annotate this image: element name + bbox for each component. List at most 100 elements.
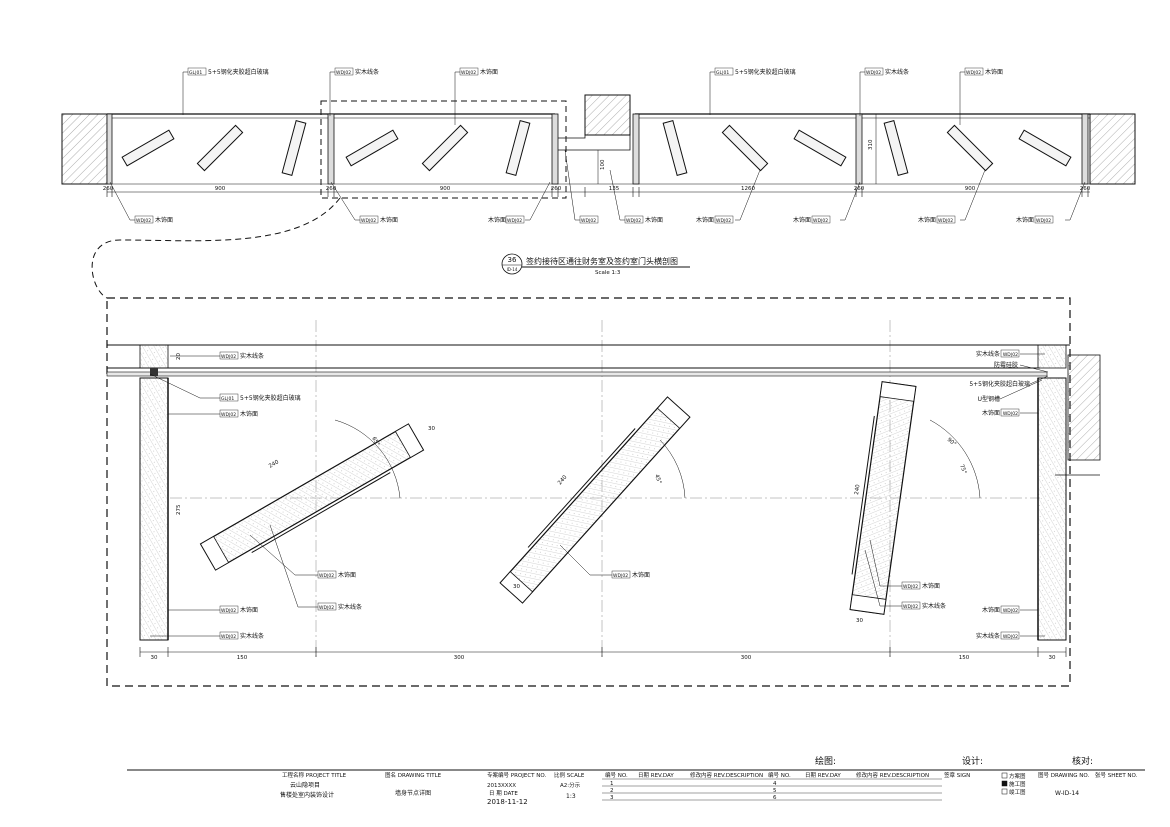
bottom-dim-4: 300	[741, 655, 752, 661]
louver-2	[499, 396, 691, 604]
stage-2: 施工图	[1009, 780, 1026, 788]
right-label-1: 实木线条	[976, 350, 1000, 358]
left-label-5-code: WD|02	[221, 634, 236, 640]
left-label-5: 实木线条	[240, 632, 264, 640]
right-label-7-code: WD|02	[1003, 634, 1018, 640]
top-dim-height: 310	[868, 139, 874, 150]
sig-check: 核对:	[1072, 755, 1093, 767]
top-dim-9: 900	[965, 186, 976, 192]
date-label: 日 期 DATE	[489, 790, 518, 797]
left-label-2: 5+5钢化夹胶超白玻璃	[240, 394, 301, 402]
top-dim-step: 100	[600, 159, 606, 170]
right-timber-block	[1037, 344, 1067, 369]
rev-no-3: 3	[610, 795, 614, 801]
right-label-3: 5+5钢化夹胶超白玻璃	[969, 380, 1030, 388]
rev-header-1: 编号 NO.	[605, 771, 628, 779]
mid-label-1-code: WD|02	[319, 573, 334, 579]
detail-callout-box	[320, 100, 567, 199]
left-label-4: 木饰面	[240, 606, 258, 614]
angle-2: 45°	[653, 474, 662, 485]
title-block: 绘图: 设计: 核对: 工程名称 PROJECT TITLE 云山隐项目 售楼处…	[127, 755, 1145, 806]
top-dim-6: 135	[609, 186, 620, 192]
top-label-4: 5+5钢化夹胶超白玻璃	[735, 68, 796, 76]
louver-1	[199, 423, 425, 571]
section-marker	[501, 253, 523, 275]
mid-label-2: 实木线条	[338, 603, 362, 611]
right-label-4: U型钢槽	[978, 395, 1000, 403]
mid-label-5-code: WD|02	[903, 604, 918, 610]
project-no-label: 专案编号 PROJECT NO.	[487, 771, 546, 779]
left-post	[139, 377, 169, 641]
mid-label-4-code: WD|02	[903, 584, 918, 590]
right-label-2: 防霉硅胶	[994, 361, 1018, 369]
top-label-3: 木饰面	[480, 68, 498, 76]
left-label-1: 实木线条	[240, 352, 264, 360]
dim-275: 275	[176, 504, 182, 515]
stage-checkbox-3	[1001, 788, 1008, 795]
top-label-2: 实木线条	[355, 68, 379, 76]
top-label-4-code: GL|01	[716, 70, 729, 76]
right-label-6: 木饰面	[982, 606, 1000, 614]
left-label-3: 木饰面	[240, 410, 258, 418]
left-label-4-code: WD|02	[221, 608, 236, 614]
left-wall	[61, 113, 108, 185]
rev-header-2: 日期 REV.DAY	[638, 772, 674, 779]
right-label-7: 实木线条	[976, 632, 1000, 640]
drawing-title-label: 图名 DRAWING TITLE	[385, 771, 442, 779]
bottom-label-1: 木饰面	[155, 216, 173, 224]
stage-checkbox-2	[1001, 780, 1008, 787]
bottom-label-6-code: WD|02	[716, 218, 731, 224]
detail-section: 65° 45° 75° 90° 20 275 240 30 240 30 240…	[106, 297, 1101, 687]
section-scale: Scale 1:3	[595, 270, 621, 276]
top-dim-5: 260	[551, 186, 562, 192]
stage-1: 方案图	[1009, 772, 1026, 780]
rev-no-5: 5	[773, 788, 777, 794]
section-title-text: 签约接待区通往财务室及签约室门头横剖图	[526, 256, 678, 266]
drawing-title: 墙身节点详图	[395, 789, 431, 797]
dim-240-b: 240	[557, 474, 569, 486]
left-timber-block	[139, 344, 169, 369]
top-label-3-code: WD|02	[461, 70, 476, 76]
bottom-label-1-code: WD|02	[136, 218, 151, 224]
right-label-5-code: WD|02	[1003, 411, 1018, 417]
left-label-1-code: WD|02	[221, 354, 236, 360]
top-dim-4: 900	[440, 186, 451, 192]
bottom-dim-2: 150	[237, 655, 248, 661]
rev-header-5: 日期 REV.DAY	[805, 772, 841, 779]
project-name-1: 云山隐项目	[290, 781, 320, 789]
dim-30-c: 30	[856, 618, 863, 624]
mid-label-5: 实木线条	[922, 602, 946, 610]
section-title: 36 ID-14 签约接待区通往财务室及签约室门头横剖图 Scale 1:3	[501, 253, 690, 276]
angle-4: 90°	[946, 437, 958, 448]
bottom-label-7-code: WD|02	[813, 218, 828, 224]
dim-30-b: 30	[513, 584, 520, 590]
rev-header-6: 修改内容 REV.DESCRIPTION	[856, 771, 929, 779]
bottom-label-9: 木饰面	[1016, 216, 1034, 224]
bottom-label-2-code: WD|02	[361, 218, 376, 224]
stage-3: 竣工图	[1009, 788, 1026, 796]
sig-design: 设计:	[962, 755, 983, 767]
top-dim-3: 260	[326, 186, 337, 192]
bottom-label-5: 木饰面	[645, 216, 663, 224]
rev-header-7: 签章 SIGN	[944, 771, 970, 779]
top-dim-10: 260	[1080, 186, 1091, 192]
center-column	[584, 94, 631, 136]
mid-label-1: 木饰面	[338, 571, 356, 579]
rev-header-4: 编号 NO.	[768, 771, 791, 779]
callout-connector	[91, 197, 341, 299]
dim-240-c: 240	[854, 484, 861, 496]
bottom-label-7: 木饰面	[793, 216, 811, 224]
section-sheet-ref: ID-14	[507, 267, 518, 272]
rev-no-1: 1	[610, 781, 614, 787]
top-label-1: 5+5钢化夹胶超白玻璃	[208, 68, 269, 76]
project-no: 2013XXXX	[487, 783, 516, 789]
scale-value-1: A2:分示	[560, 781, 581, 789]
rev-no-6: 6	[773, 795, 777, 801]
sheet-no-label: 张号 SHEET NO.	[1095, 771, 1138, 779]
bottom-dim-5: 150	[959, 655, 970, 661]
top-label-6-code: WD|02	[966, 70, 981, 76]
section-number: 36	[508, 256, 517, 264]
bottom-label-8-code: WD|02	[938, 218, 953, 224]
right-label-5: 木饰面	[982, 409, 1000, 417]
